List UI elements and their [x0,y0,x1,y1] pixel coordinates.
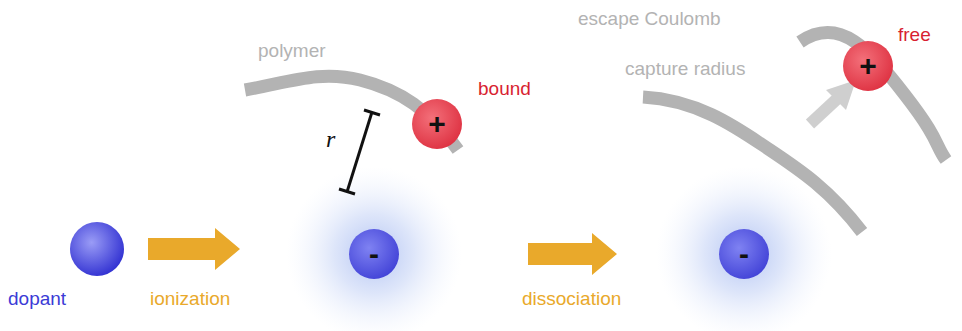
charge-halo [656,166,832,331]
note-label: escape Coulomb [578,8,721,31]
distance-bracket [339,110,380,194]
polymer-chain [643,97,862,232]
species-label: dopant [8,288,66,311]
note-label: capture radius [625,58,745,81]
charge-sign: - [369,239,379,269]
escape-arrow [810,80,856,124]
charge-sign: + [428,109,446,139]
part-label: polymer [258,40,326,63]
anion-circle: - [349,229,399,279]
step-label: dissociation [522,288,621,311]
charge-sign: - [739,239,749,269]
step-label: ionization [150,288,230,311]
cation-circle: + [843,41,893,91]
anion-circle: - [719,229,769,279]
polymer-chain [800,33,946,160]
dopant-sphere [70,222,124,276]
charge-sign: + [859,51,877,81]
distance-symbol: r [326,126,335,153]
state-label: free [898,24,931,47]
ionization-arrow [148,228,240,270]
dissociation-arrow [528,233,617,275]
charge-halo [286,166,462,331]
state-label: bound [478,78,531,101]
cation-circle: + [412,99,462,149]
